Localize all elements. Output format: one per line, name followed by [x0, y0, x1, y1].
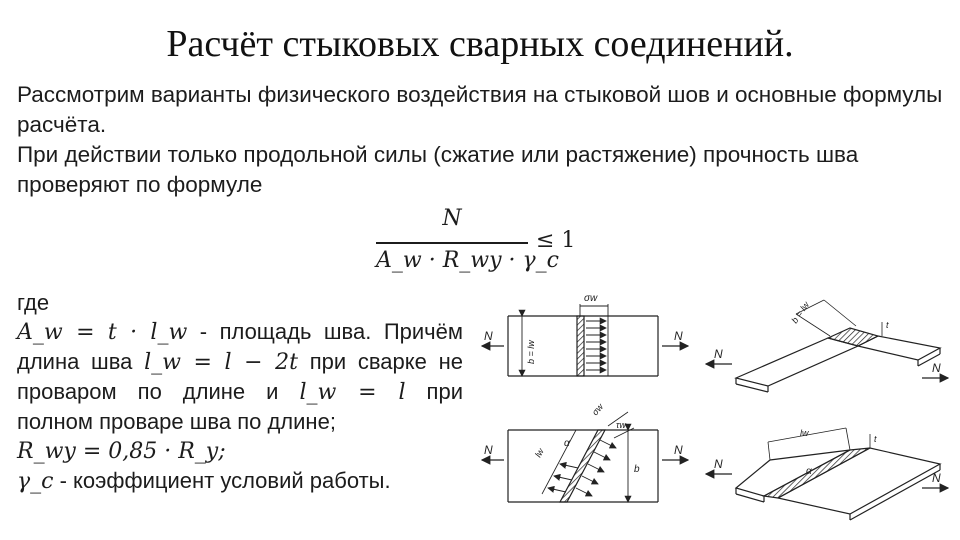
- label-b-eq-lw-3d: b = lw: [789, 300, 811, 326]
- label-b-eq-lw-plan: b = lw: [526, 340, 536, 364]
- aw-text: - площадь шва. Причём: [199, 319, 463, 344]
- definition-aw-line: A_w = t · l_w - площадь шва. Причём: [17, 317, 463, 347]
- formula-numerator: N: [442, 206, 462, 231]
- weld-length-text-b: при сварке не: [309, 349, 463, 374]
- label-lw-plan: lw: [533, 446, 546, 459]
- gamma-text: - коэффициент условий работы.: [59, 468, 391, 493]
- definitions-block: где A_w = t · l_w - площадь шва. Причём …: [17, 288, 463, 496]
- weld-length-formula: l_w = l − 2t: [144, 350, 299, 375]
- definition-penetration-line: проваром по длине и l_w = l при: [17, 377, 463, 407]
- where-label: где: [17, 290, 50, 315]
- definition-gamma-line: γ_c - коэффициент условий работы.: [17, 466, 463, 496]
- formula-rhs: ≤ 1: [536, 228, 576, 253]
- label-alpha-plan: α: [564, 438, 570, 449]
- label-tau-bottom: τw: [616, 420, 626, 430]
- label-sigma-top: σw: [584, 293, 598, 304]
- label-n-right-top: N: [674, 329, 683, 343]
- definition-weld-length-line: длина шва l_w = l − 2t при сварке не: [17, 347, 463, 377]
- straight-weld-3d-view: [704, 299, 950, 393]
- aw-formula: A_w = t · l_w: [17, 320, 188, 345]
- label-sigma-bottom: σw: [590, 401, 606, 417]
- rwy-formula: R_wy = 0,85 · R_y;: [17, 439, 226, 464]
- label-n-3d-right-bottom: N: [932, 471, 941, 485]
- label-t-top: t: [886, 320, 889, 330]
- label-alpha-3d: α: [806, 466, 812, 477]
- label-n-right-bottom: N: [674, 443, 683, 457]
- gamma-symbol: γ_c: [17, 469, 54, 494]
- intro-paragraph: Рассмотрим варианты физического воздейст…: [17, 82, 943, 137]
- penetration-text: проваром по длине и: [17, 379, 279, 404]
- penetration-text-b: при: [426, 379, 463, 404]
- label-t-bottom: t: [874, 434, 877, 444]
- formula-denominator: A_w · R_wy · γ_c: [376, 248, 559, 273]
- label-n-left-bottom: N: [484, 443, 493, 457]
- oblique-weld-3d-view: [704, 427, 950, 521]
- weld-length-text: длина шва: [17, 349, 133, 374]
- straight-weld-plan-view: [480, 304, 690, 377]
- fraction-bar: [376, 242, 528, 244]
- label-n-left-top: N: [484, 329, 493, 343]
- axial-force-paragraph: При действии только продольной силы (сжа…: [17, 142, 859, 197]
- full-length-formula: l_w = l: [299, 380, 406, 405]
- label-n-3d-right-top: N: [932, 361, 941, 375]
- oblique-weld-plan-view: [480, 411, 690, 503]
- label-lw-3d: lw: [800, 428, 809, 438]
- definition-rwy-line: R_wy = 0,85 · R_y;: [17, 436, 463, 466]
- definition-full-penetration-line: полном проваре шва по длине;: [17, 409, 336, 434]
- label-n-3d-left-top: N: [714, 347, 723, 361]
- label-n-3d-left-bottom: N: [714, 457, 723, 471]
- label-b-plan: b: [634, 464, 640, 475]
- butt-weld-diagram: N N σw b = lw b = lw t N N: [480, 293, 950, 521]
- page-title: Расчёт стыковых сварных соединений.: [166, 23, 794, 65]
